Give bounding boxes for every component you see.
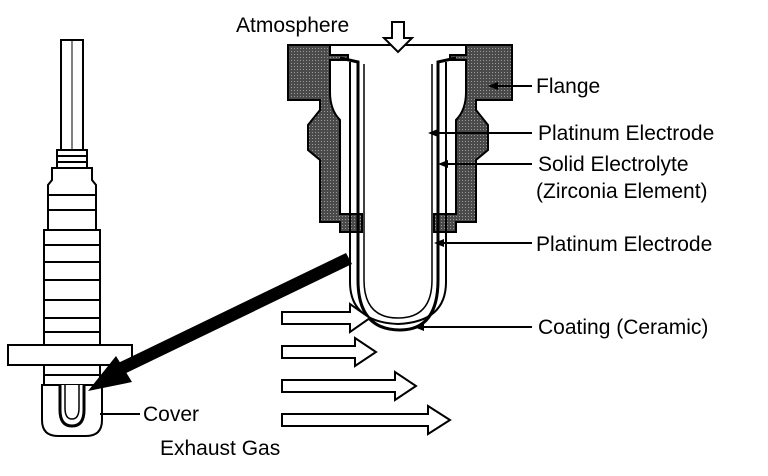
flange-housing-right [433, 44, 513, 233]
flange-label: Flange [536, 75, 600, 98]
sensor-body-upper [47, 167, 97, 231]
exhaust-gas-label: Exhaust Gas [160, 437, 280, 460]
leader-lines [420, 85, 532, 328]
inner-electrode-label: Platinum Electrode [538, 122, 714, 145]
exhaust-arrow-3 [281, 370, 418, 402]
flange-housing-left [287, 44, 363, 233]
sensor-body-thread [43, 229, 101, 346]
sensor-neck [56, 149, 88, 169]
zirconia-thimble [339, 56, 457, 332]
exhaust-arrow-2 [281, 336, 378, 368]
exhaust-arrow-1 [281, 302, 372, 334]
exhaust-gas-arrows [281, 302, 452, 436]
coating-label: Coating (Ceramic) [538, 316, 708, 339]
sensor-cross-section [287, 44, 513, 332]
inner-platinum-electrode [363, 64, 433, 319]
solid-electrolyte-label: Solid Electrolyte [538, 153, 689, 176]
zirconia-element-label: (Zirconia Element) [536, 180, 708, 203]
atmosphere-label: Atmosphere [236, 14, 349, 37]
outer-electrode-label: Platinum Electrode [536, 233, 712, 256]
detail-pointer-arrow [88, 253, 352, 391]
cover-label: Cover [143, 403, 199, 426]
exhaust-arrow-4 [281, 404, 452, 436]
sensor-assembly [7, 39, 133, 437]
atmosphere-arrow [381, 21, 415, 54]
